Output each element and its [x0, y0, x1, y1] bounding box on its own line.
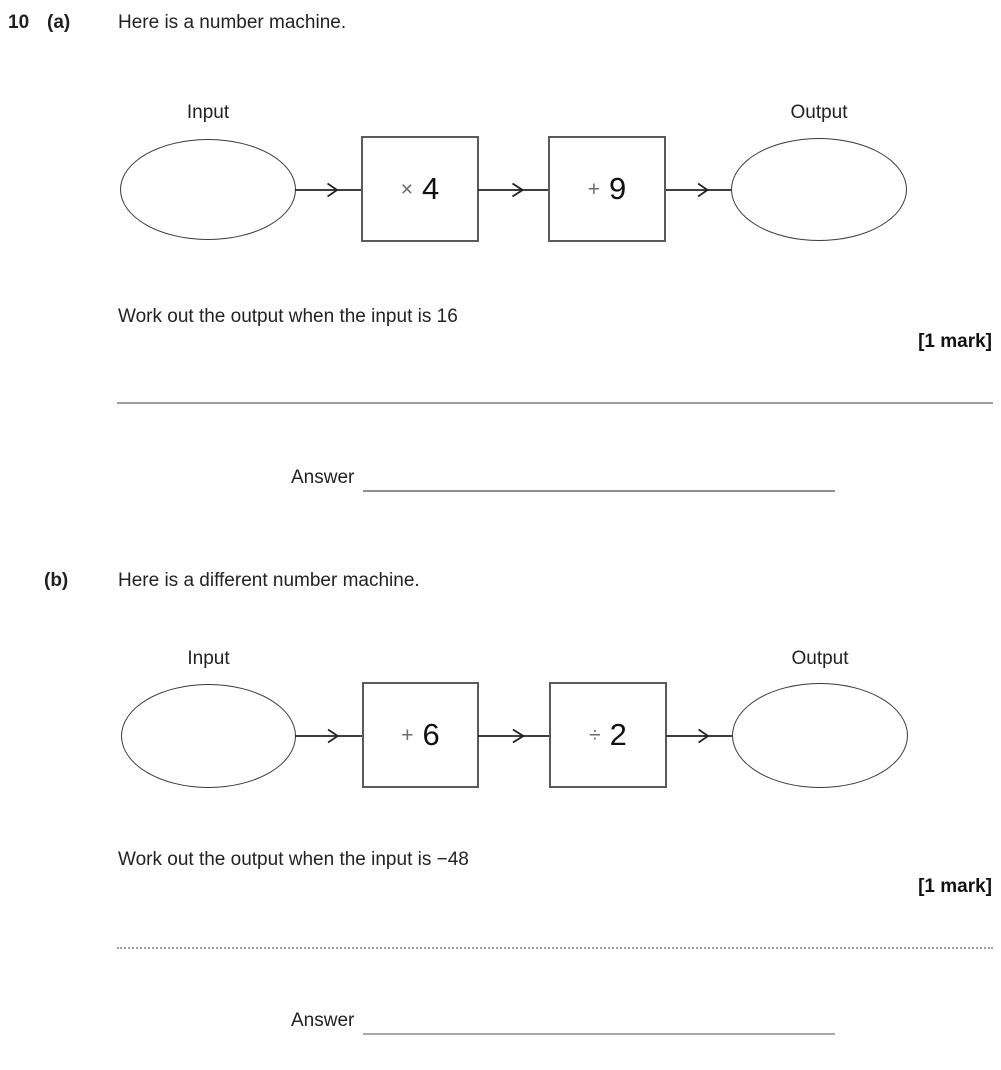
operand-value: 4 [422, 171, 440, 206]
part-a-label: (a) [47, 12, 71, 33]
part-b-prompt: Work out the output when the input is −4… [118, 849, 469, 870]
output-ellipse [731, 138, 907, 241]
part-a-prompt: Work out the output when the input is 16 [118, 306, 458, 327]
operation-box-add: + 6 [362, 682, 479, 788]
input-ellipse [120, 139, 296, 240]
right-arrow-icon [478, 728, 550, 744]
operand-value: 9 [609, 171, 627, 206]
right-arrow-icon [295, 728, 363, 744]
part-a-marks: [1 mark] [918, 331, 992, 352]
multiply-operator: × [400, 178, 413, 201]
operation-box-divide: ÷ 2 [549, 682, 667, 788]
input-label: Input [187, 648, 230, 669]
add-operator: + [401, 724, 414, 747]
part-a-answer-line[interactable] [363, 490, 835, 492]
input-label: Input [186, 102, 230, 123]
output-ellipse [732, 683, 908, 788]
working-space-rule [117, 947, 993, 949]
input-ellipse [121, 684, 296, 788]
right-arrow-icon [295, 182, 362, 198]
right-arrow-icon [666, 728, 733, 744]
part-a-intro: Here is a number machine. [118, 12, 347, 33]
operand-value: 6 [422, 717, 440, 752]
part-b-answer-label: Answer [291, 1010, 355, 1031]
question-number: 10 [8, 12, 30, 33]
divide-operator: ÷ [589, 724, 601, 747]
part-b-intro: Here is a different number machine. [118, 570, 420, 591]
operation-box-add: + 9 [548, 136, 666, 242]
part-a-answer-label: Answer [291, 467, 355, 488]
operation-box-multiply: × 4 [361, 136, 479, 242]
output-label: Output [791, 648, 849, 669]
part-b-label: (b) [44, 570, 69, 591]
operand-value: 2 [609, 717, 627, 752]
part-b-answer-line[interactable] [363, 1033, 835, 1035]
output-label: Output [790, 102, 848, 123]
right-arrow-icon [666, 182, 732, 198]
right-arrow-icon [478, 182, 549, 198]
part-b-marks: [1 mark] [918, 876, 992, 897]
add-operator: + [587, 178, 600, 201]
working-space-rule [117, 402, 993, 404]
